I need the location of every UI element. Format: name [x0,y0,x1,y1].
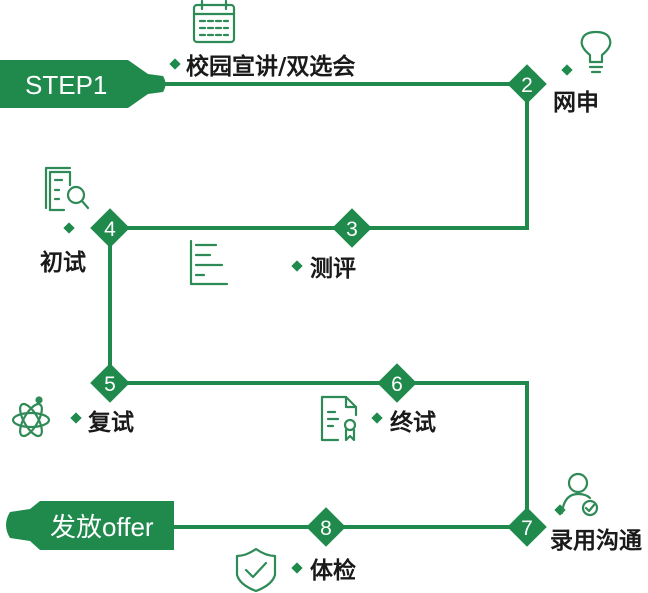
end-pill: 发放offer [6,501,174,550]
step-marker-3: 3 [332,208,372,248]
certificate-icon [320,395,358,442]
step-label-8: 体检 [310,557,356,584]
step-marker-5: 5 [90,363,130,403]
shield-check-icon [235,547,277,593]
svg-text:3: 3 [346,218,358,241]
calendar-icon [192,0,236,44]
svg-text:8: 8 [320,517,332,540]
step-markers: 2 3 4 5 6 7 8 [90,64,547,547]
user-check-icon [560,472,599,517]
lightbulb-icon [580,30,612,74]
step-marker-4: 4 [90,208,130,248]
start-label: STEP1 [25,70,107,100]
document-search-icon [44,166,90,212]
step-label-6: 终试 [390,409,436,436]
step-marker-7: 7 [507,507,547,547]
step-marker-8: 8 [306,507,346,547]
step-marker-6: 6 [377,363,417,403]
svg-text:2: 2 [521,74,533,97]
flow-path [108,82,529,529]
bullet-diamonds [63,58,573,574]
atom-icon [11,396,51,438]
step-label-2: 网申 [553,89,599,116]
start-pill: STEP1 [0,60,166,108]
svg-text:4: 4 [104,218,116,241]
svg-text:6: 6 [391,373,403,396]
step-label-3: 测评 [310,256,356,282]
step-marker-2: 2 [507,64,547,104]
step-label-5: 复试 [87,410,134,436]
svg-text:7: 7 [521,517,533,540]
step-label-4: 初试 [40,249,86,276]
step-label-7: 录用沟通 [550,527,642,554]
svg-text:5: 5 [104,373,116,396]
end-label: 发放offer [50,512,154,542]
bar-list-icon [189,239,229,286]
step-label-campus: 校园宣讲/双选会 [186,53,355,80]
